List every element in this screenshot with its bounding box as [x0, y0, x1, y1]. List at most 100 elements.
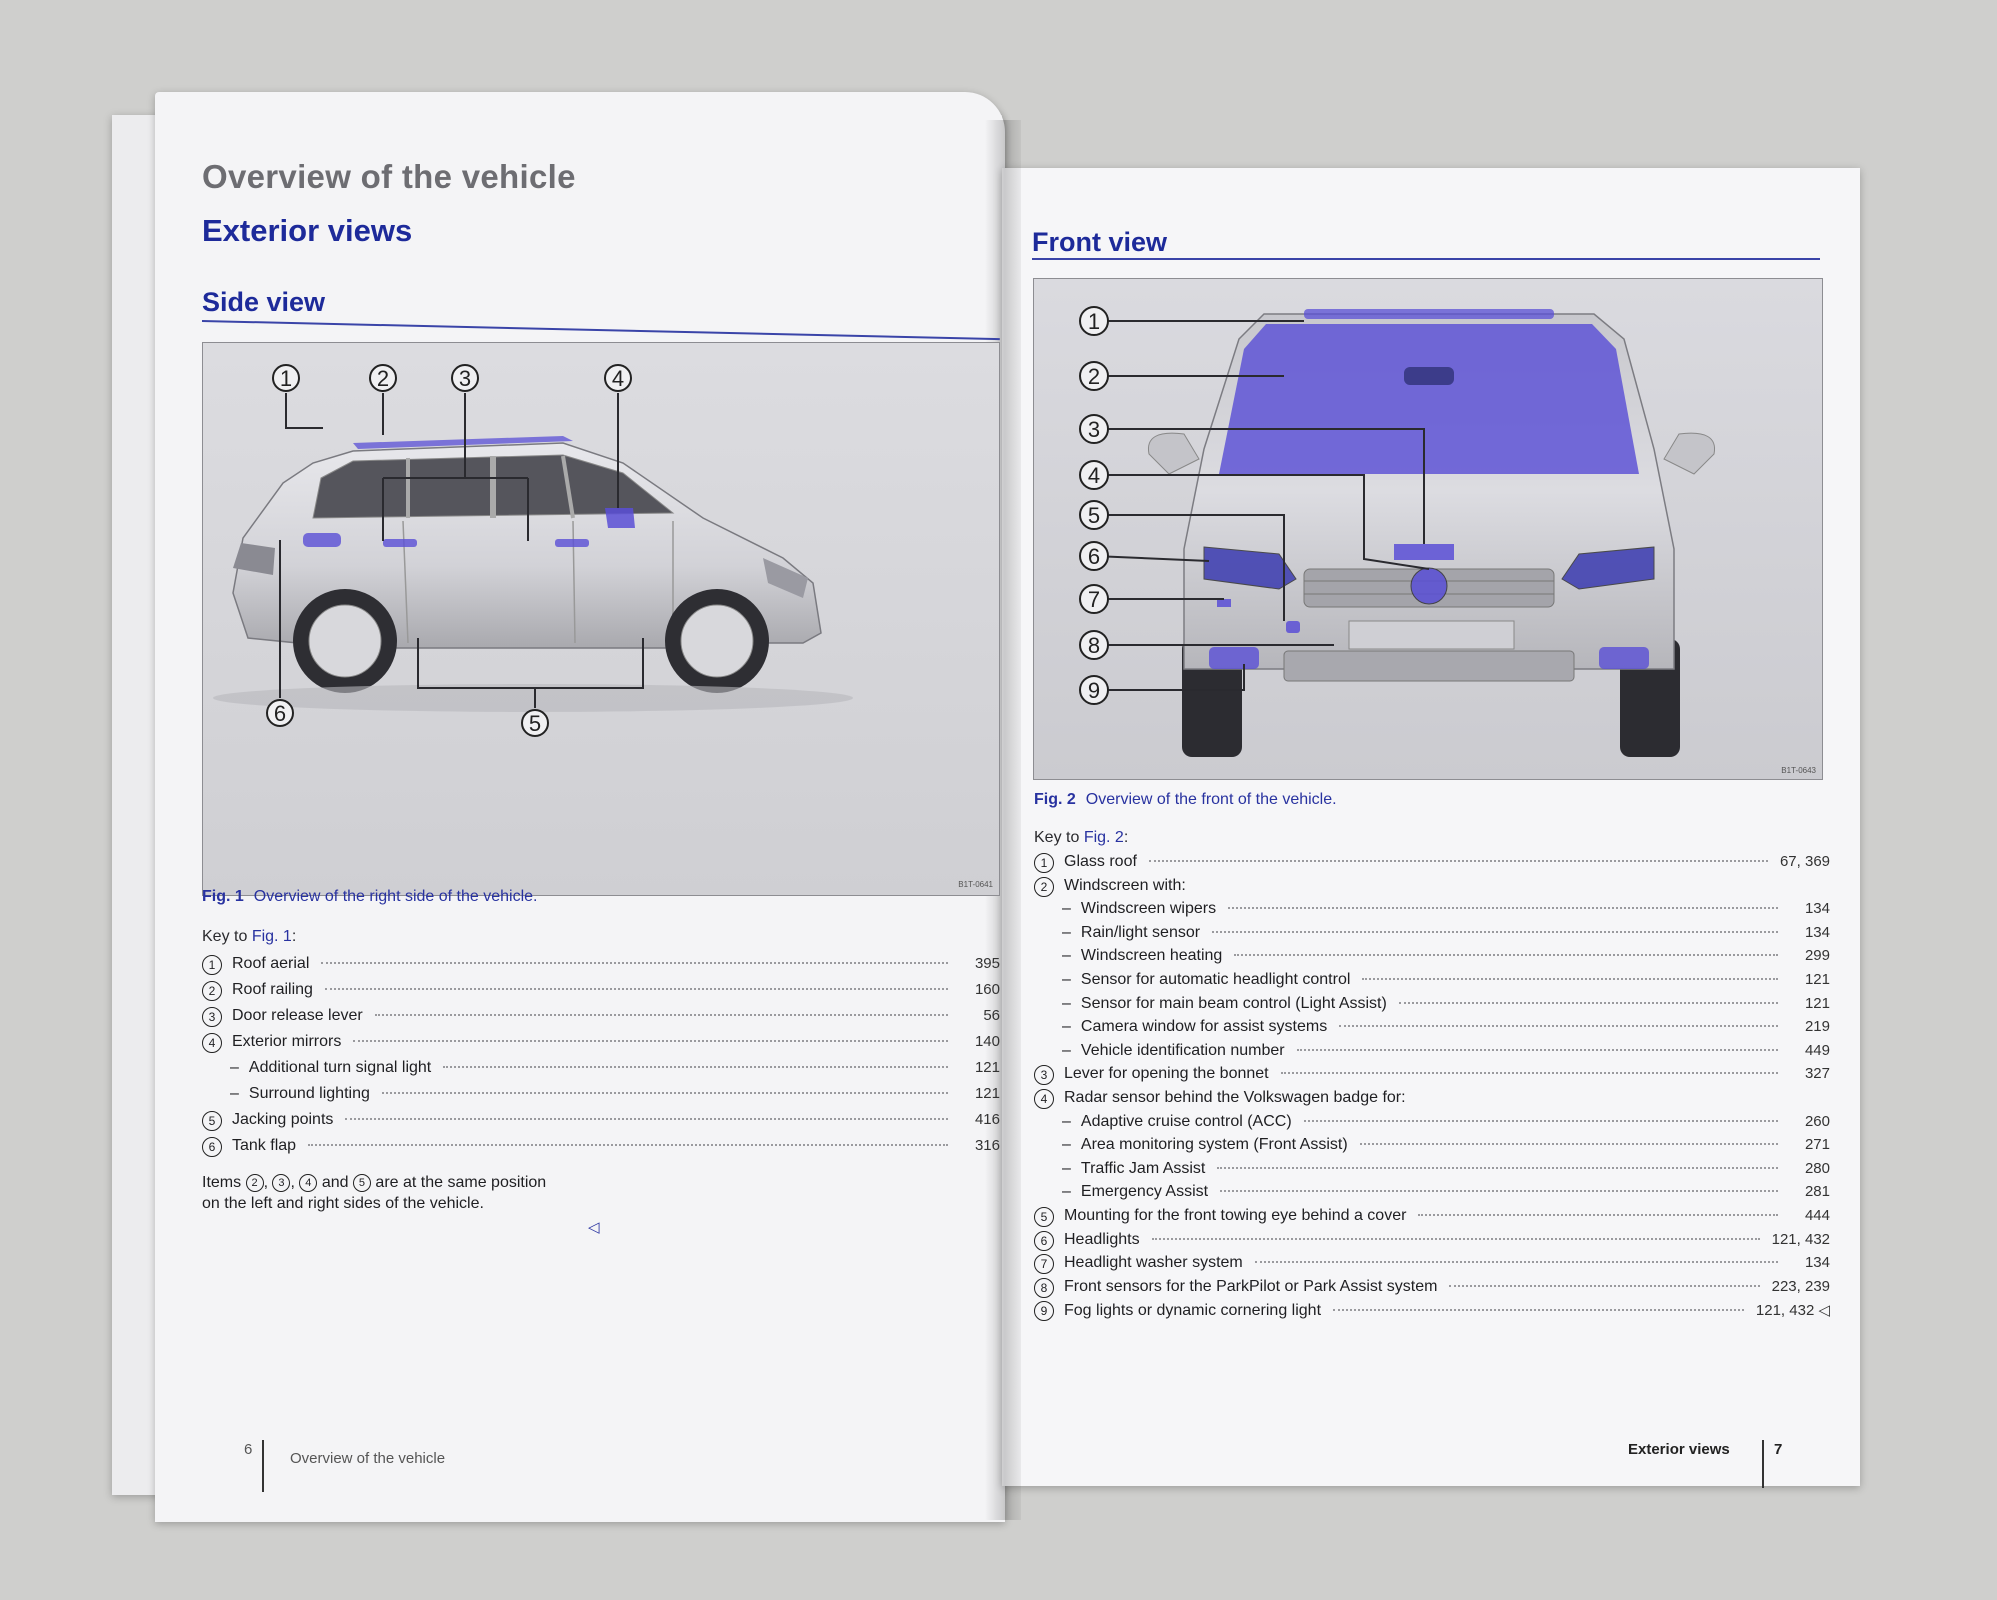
callout-1: 1	[280, 366, 292, 391]
item-page-ref: 416	[974, 1111, 1000, 1128]
item-page-ref: 56	[983, 1007, 1000, 1024]
front-view-callouts: 1 2 3 4 5 6 7 8 9	[1079, 306, 1109, 705]
leader-dots	[381, 1092, 948, 1094]
item-number-circle: 7	[1034, 1254, 1054, 1275]
sub-item-dash: –	[1062, 1018, 1071, 1036]
item-number-circle: 6	[1034, 1230, 1054, 1251]
item-label: Windscreen heating	[1080, 947, 1223, 965]
left-footer-bar	[262, 1440, 264, 1492]
leader-dots	[1362, 978, 1778, 980]
item-label: Area monitoring system (Front Assist)	[1080, 1136, 1348, 1154]
item-number-circle: 2	[202, 981, 222, 1001]
key-item: 6 Tank flap 316	[202, 1137, 1000, 1157]
item-number-circle: 4	[1034, 1089, 1054, 1109]
item-page-ref: 327	[1804, 1065, 1830, 1083]
side-view-figure: 1 2 3 4 5 6 B1T-0641	[202, 342, 1000, 896]
end-mark-left: ◁	[588, 1219, 600, 1236]
item-page-ref: 260	[1804, 1112, 1830, 1130]
front-heading-rule	[1032, 258, 1820, 260]
leader-dots	[1228, 907, 1778, 910]
section-title: Exterior views	[202, 213, 413, 248]
item-number-circle: 2	[1034, 876, 1054, 897]
sub-item-dash: –	[230, 1085, 239, 1102]
item-label: Windscreen with:	[1064, 876, 1186, 894]
front-view-car-illustration: 1 2 3 4 5 6 7 8 9 B1T-0643	[1034, 279, 1822, 779]
callout-1: 1	[1088, 309, 1100, 334]
item-label: Front sensors for the ParkPilot or Park …	[1064, 1277, 1438, 1295]
item-label: Additional turn signal light	[248, 1059, 432, 1076]
callout-6: 6	[1088, 544, 1100, 569]
item-page-ref: 121	[974, 1085, 1000, 1102]
item-label: Headlight washer system	[1064, 1254, 1243, 1272]
key-item: –Emergency Assist 281	[1034, 1183, 1830, 1201]
sub-item-dash: –	[1062, 1136, 1071, 1154]
leader-dots	[308, 1144, 948, 1146]
leader-dots	[1234, 954, 1778, 957]
item-page-ref: 121	[1804, 971, 1830, 988]
leader-dots	[1333, 1309, 1744, 1312]
fig2-caption-text: Overview of the front of the vehicle.	[1085, 791, 1337, 808]
leader-dots	[1217, 1166, 1778, 1169]
item-label: Exterior mirrors	[232, 1033, 342, 1050]
right-running-title: Exterior views	[1628, 1441, 1730, 1458]
item-label: Emergency Assist	[1080, 1183, 1209, 1201]
key-item: –Sensor for main beam control (Light Ass…	[1034, 995, 1830, 1013]
item-page-ref: 271	[1804, 1136, 1830, 1154]
leader-dots	[443, 1066, 948, 1068]
callout-4: 4	[612, 366, 624, 391]
item-label: Camera window for assist systems	[1080, 1018, 1328, 1036]
same-position-note: Items 2, 3, 4 and 5 are at the same posi…	[202, 1173, 547, 1212]
leader-dots	[321, 962, 948, 964]
item-label: Windscreen wipers	[1080, 900, 1217, 918]
item-page-ref: 121	[974, 1059, 1000, 1076]
item-label: Rain/light sensor	[1080, 923, 1201, 941]
fig1-label: Fig. 1	[202, 888, 244, 905]
sub-item-dash: –	[1062, 1159, 1071, 1177]
item-label: Mounting for the front towing eye behind…	[1064, 1207, 1407, 1224]
leader-dots	[345, 1118, 948, 1120]
key-item: –Area monitoring system (Front Assist) 27…	[1034, 1136, 1830, 1154]
item-page-ref: 316	[974, 1137, 1000, 1154]
front-view-heading: Front view	[1032, 227, 1168, 257]
item-label: Sensor for main beam control (Light Assi…	[1080, 994, 1387, 1012]
item-page-ref: 395	[974, 955, 1000, 972]
item-page-ref: 121	[1804, 994, 1830, 1012]
item-label: Tank flap	[232, 1137, 297, 1154]
item-number-circle: 6	[202, 1137, 222, 1157]
figure-code: B1T-0643	[1781, 766, 1816, 775]
item-number-circle: 9	[1034, 1301, 1054, 1322]
item-page-ref: 280	[1804, 1159, 1830, 1177]
fig2-label: Fig. 2	[1034, 791, 1076, 808]
callout-7: 7	[1088, 587, 1100, 612]
leader-dots	[1418, 1214, 1778, 1216]
leader-dots	[1296, 1048, 1778, 1051]
sub-item-dash: –	[1062, 900, 1071, 918]
leader-dots	[1151, 1237, 1760, 1240]
item-label: Sensor for automatic headlight control	[1080, 971, 1351, 988]
side-view-heading: Side view	[202, 287, 326, 317]
leader-dots	[1212, 930, 1778, 933]
leader-dots	[1449, 1284, 1760, 1287]
leader-dots	[1303, 1119, 1778, 1122]
key-to-fig2: Key to Fig. 2:	[1034, 829, 1129, 846]
item-page-ref: 449	[1804, 1041, 1830, 1059]
item-page-ref: 281	[1804, 1183, 1830, 1201]
item-label: Lever for opening the bonnet	[1064, 1065, 1269, 1083]
item-page-ref: 134	[1804, 923, 1830, 941]
sub-item-dash: –	[1062, 1183, 1071, 1201]
leader-dots	[1254, 1261, 1778, 1264]
key-to-fig1: Key to Fig. 1:	[202, 928, 297, 945]
leader-dots	[1220, 1190, 1778, 1193]
item-label: Roof aerial	[232, 955, 310, 972]
item-page-ref: 219	[1804, 1018, 1830, 1036]
